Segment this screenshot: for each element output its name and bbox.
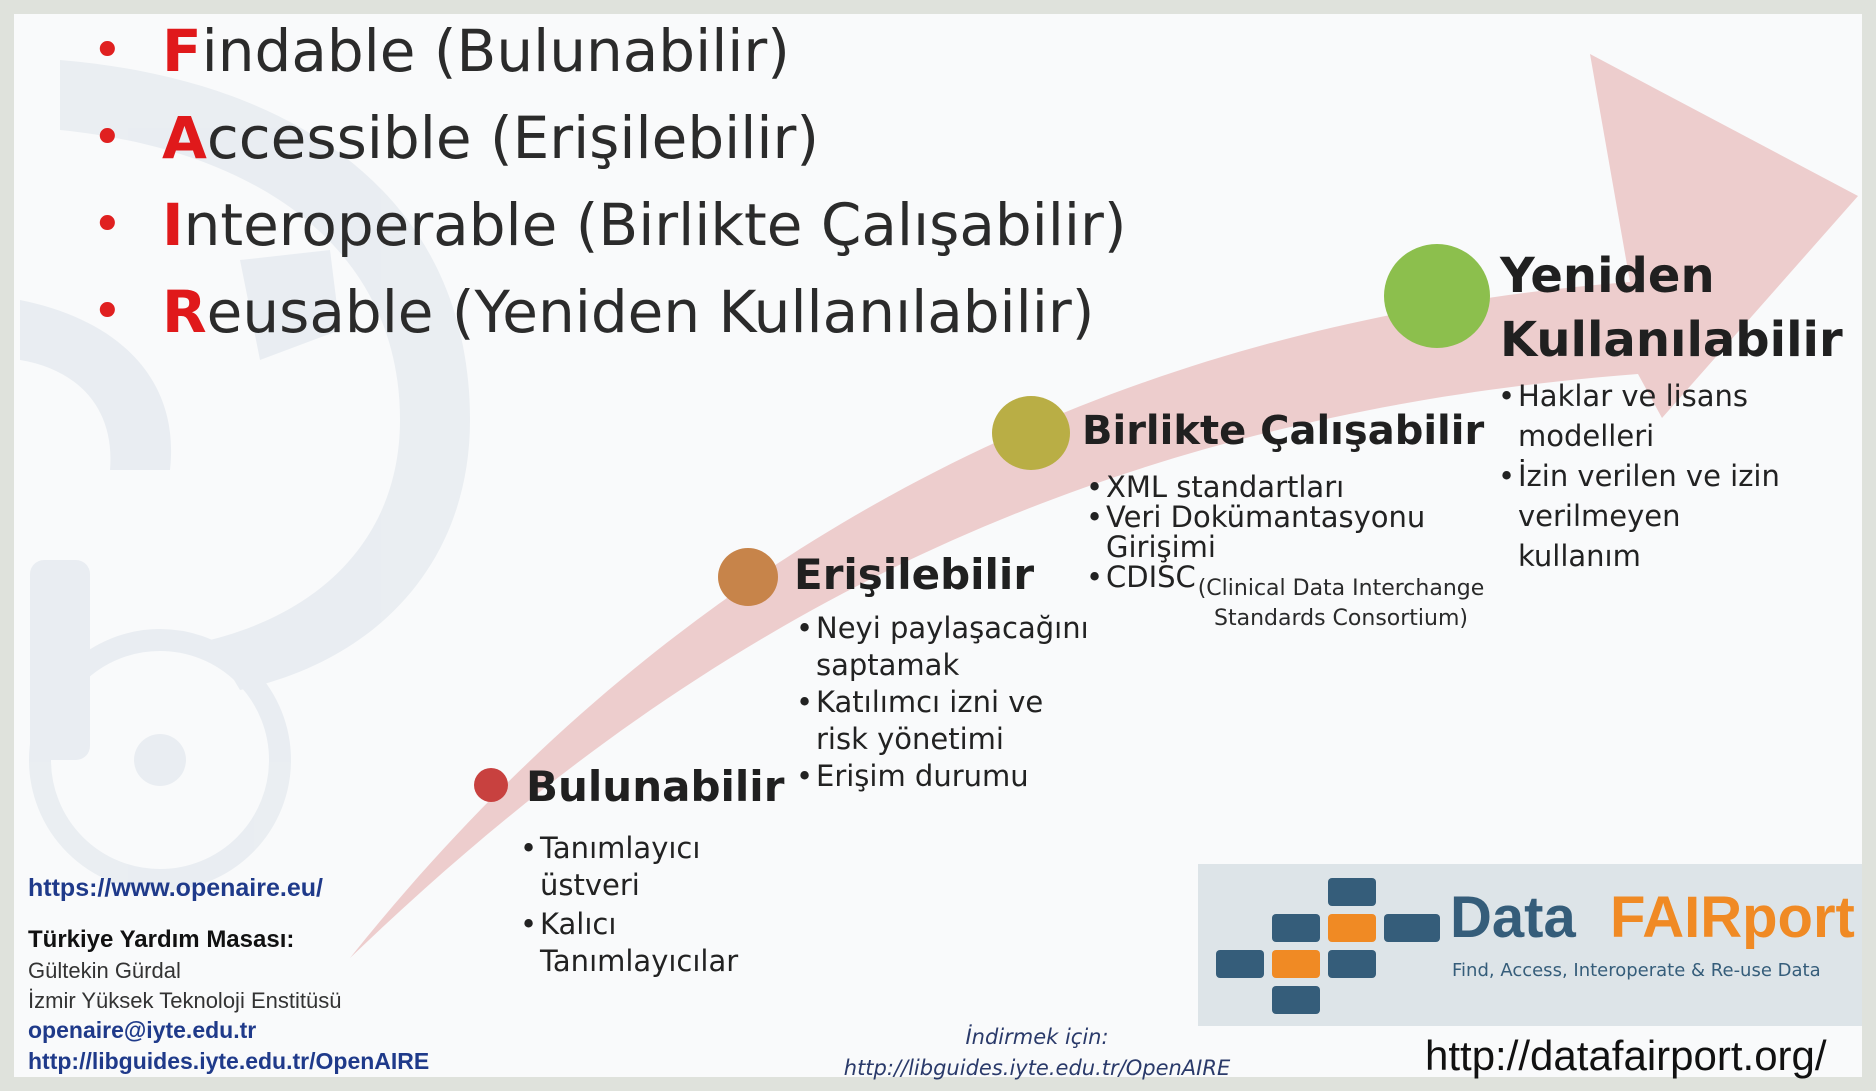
fair-item-accessible: • Accessible (Erişilebilir) [92,95,1127,182]
list-item: XML standartları [1086,472,1426,502]
list-item: Kalıcı Tanımlayıcılar [520,906,780,980]
stage-title-bulunabilir: Bulunabilir [526,762,785,811]
stage-items-erisilebilir: Neyi paylaşacağını saptamak Katılımcı iz… [796,610,1096,795]
list-item: Erişim durumu [796,758,1096,795]
fair-text: eusable (Yeniden Kullanılabilir) [206,278,1095,346]
stage-items-birlikte: XML standartları Veri Dokümantasyonu Gir… [1086,472,1426,592]
helpdesk-person: Gültekin Gürdal [28,958,181,983]
list-item: Haklar ve lisans modelleri [1498,376,1798,456]
stage-dot-yeniden [1384,244,1490,348]
download-link[interactable]: http://libguides.iyte.edu.tr/OpenAIRE [843,1056,1231,1080]
bullet-icon: • [92,21,123,81]
stage-title-birlikte: Birlikte Çalışabilir [1082,408,1485,454]
datafairport-url-link[interactable]: http://datafairport.org/ [1425,1032,1827,1079]
cdisc-note: (Clinical Data Interchange Standards Con… [1197,576,1485,631]
logo-block [1328,950,1376,978]
cdisc-label: CDISC [1106,560,1196,594]
logo-block [1272,950,1320,978]
stage-title-yeniden-line1: Yeniden [1500,248,1715,304]
stage-dot-erisilebilir [718,548,778,606]
list-item: CDISC [1086,562,1426,592]
logo-block [1272,914,1320,942]
logo-block [1216,950,1264,978]
watermark-emblem [20,60,470,891]
fair-principles-list: • Findable (Bulunabilir) • Accessible (Eri… [92,8,1127,356]
list-item: İzin verilen ve izin verilmeyen kullanım [1498,456,1798,576]
logo-tagline: Find, Access, Interoperate & Re-use Data [1452,960,1821,981]
helpdesk-email-link[interactable]: openaire@iyte.edu.tr [28,1017,257,1043]
data-fairport-logo: Data FAIRport Find, Access, Interoperate… [1198,864,1862,1026]
stage-items-yeniden: Haklar ve lisans modelleri İzin verilen … [1498,376,1798,576]
openaire-website-link[interactable]: https://www.openaire.eu/ [28,874,323,902]
helpdesk-institution: İzmir Yüksek Teknoloji Enstitüsü [28,988,342,1013]
fair-initial: I [162,191,184,259]
stage-dot-bulunabilir [474,768,508,802]
stage-items-bulunabilir: Tanımlayıcı üstveri Kalıcı Tanımlayıcıla… [520,830,780,980]
libguides-link[interactable]: http://libguides.iyte.edu.tr/OpenAIRE [28,1048,430,1074]
download-note: İndirmek için: http://libguides.iyte.edu… [834,1022,1240,1084]
fair-item-findable: • Findable (Bulunabilir) [92,8,1127,95]
list-item: Tanımlayıcı üstveri [520,830,780,904]
progress-arrow [350,54,1858,958]
bullet-icon: • [92,108,123,168]
fair-item-reusable: • Reusable (Yeniden Kullanılabilir) [92,269,1127,356]
stage-dot-birlikte [992,396,1070,470]
fair-initial: A [162,104,207,172]
logo-block [1328,878,1376,906]
logo-block [1328,914,1376,942]
list-item: Veri Dokümantasyonu Girişimi [1086,502,1426,562]
bullet-icon: • [92,195,123,255]
bullet-icon: • [92,282,123,342]
download-label: İndirmek için: [965,1025,1109,1049]
fair-text: indable (Bulunabilir) [201,17,790,85]
logo-block [1384,914,1440,942]
fair-initial: F [162,17,202,85]
logo-word-fairport: FAIRport [1610,885,1855,950]
fair-item-interoperable: • Interoperable (Birlikte Çalışabilir) [92,182,1127,269]
list-item: Neyi paylaşacağını saptamak [796,610,1096,684]
list-item: Katılımcı izni ve risk yönetimi [796,684,1096,758]
stage-title-erisilebilir: Erişilebilir [794,550,1035,599]
logo-block [1272,986,1320,1014]
stage-title-yeniden-line2: Kullanılabilir [1500,312,1843,368]
logo-word-data: Data [1450,885,1576,950]
helpdesk-label: Türkiye Yardım Masası: [28,926,295,953]
fair-initial: R [162,278,207,346]
fair-text: nteroperable (Birlikte Çalışabilir) [183,191,1127,259]
fair-text: ccessible (Erişilebilir) [206,104,819,172]
